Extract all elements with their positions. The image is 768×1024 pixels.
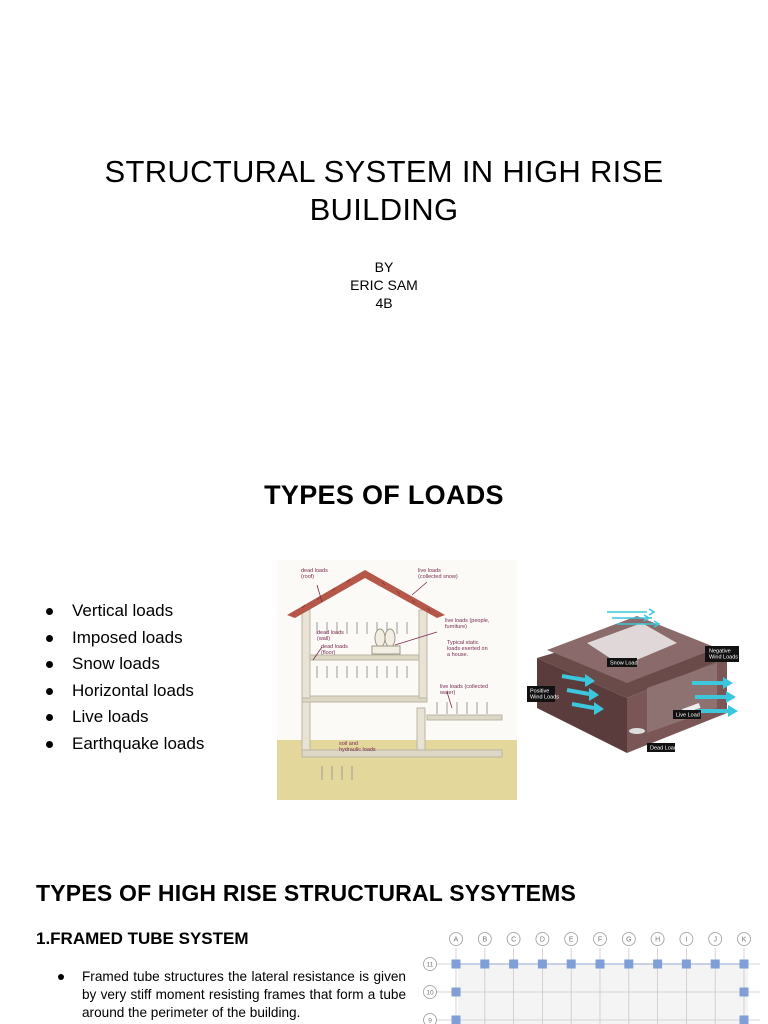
column-node (710, 959, 720, 969)
column-node (537, 959, 547, 969)
column-node (451, 959, 461, 969)
list-item: Vertical loads (44, 598, 204, 625)
column-node (595, 959, 605, 969)
column-label: E (569, 937, 574, 944)
label-dead-floor: dead loads(floor) (321, 644, 348, 656)
label-dead-wall: dead loads(wall) (317, 630, 344, 642)
column-node (624, 959, 634, 969)
column-label: G (626, 937, 631, 944)
column-node (739, 1015, 749, 1024)
byline: BY ERIC SAM 4B (0, 258, 768, 312)
house-load-diagram: dead loads(roof) live loads(collected sn… (277, 560, 517, 800)
label-dead-roof: dead loads(roof) (301, 568, 328, 580)
load-types-list: Vertical loads Imposed loads Snow loads … (44, 598, 204, 757)
framed-tube-description: Framed tube structures the lateral resis… (56, 968, 406, 1022)
column-marker (535, 932, 550, 946)
label-live-people: live loads (people,furniture) (445, 618, 490, 630)
author-name: ERIC SAM (350, 277, 418, 293)
column-label: B (482, 937, 487, 944)
column-label: K (742, 937, 747, 944)
by-label: BY (374, 259, 394, 275)
roof (287, 570, 445, 618)
framed-tube-subheading: 1.FRAMED TUBE SYSTEM (36, 929, 249, 948)
row-label: 9 (428, 1018, 432, 1024)
row-marker (423, 1013, 437, 1024)
column-marker (650, 932, 665, 946)
column-marker (449, 932, 463, 946)
column-label: D (540, 937, 545, 944)
column-marker (737, 932, 751, 946)
column-label: I (685, 937, 687, 944)
row-marker (423, 985, 437, 999)
column-marker (477, 932, 492, 946)
column-label: F (598, 937, 602, 944)
column-marker (593, 932, 607, 946)
column-node (653, 959, 663, 969)
column-node (566, 959, 576, 969)
label-live-load: Live Load (676, 713, 700, 719)
column-marker (506, 932, 521, 946)
list-item: Live loads (44, 704, 204, 731)
column-label: C (511, 937, 516, 944)
column-marker (708, 932, 723, 946)
label-snow-load: Snow Load (610, 661, 638, 667)
row-marker (423, 957, 437, 971)
structural-systems-heading: TYPES OF HIGH RISE STRUCTURAL SYSYTEMS (36, 880, 577, 906)
column-node (480, 959, 490, 969)
column-node (739, 987, 749, 997)
label-dead-load: Dead Load (650, 746, 677, 752)
column-node (509, 959, 519, 969)
class-label: 4B (375, 295, 393, 311)
column-node (681, 959, 691, 969)
column-node (451, 1015, 461, 1024)
types-of-loads-heading: TYPES OF LOADS (264, 480, 504, 510)
list-item: Imposed loads (44, 625, 204, 652)
soil-layer (277, 740, 517, 800)
list-item: Earthquake loads (44, 731, 204, 758)
column-label: J (713, 937, 717, 944)
column-label: H (655, 937, 660, 944)
column-node (739, 959, 749, 969)
column-marker (679, 932, 694, 946)
column-marker (564, 932, 579, 946)
list-item: Snow loads (44, 651, 204, 678)
row-label: 10 (426, 990, 434, 997)
list-item: Horizontal loads (44, 678, 204, 705)
column-node (451, 987, 461, 997)
column-marker (621, 932, 636, 946)
label-live-snow: live loads(collected snow) (418, 568, 458, 580)
row-label: 11 (427, 962, 434, 969)
presentation-title: STRUCTURAL SYSTEM IN HIGH RISE BUILDING (104, 154, 664, 227)
column-label: A (454, 937, 459, 944)
framed-tube-grid-plan: A B C D E F G H I J K 11 10 9 (418, 930, 760, 1024)
